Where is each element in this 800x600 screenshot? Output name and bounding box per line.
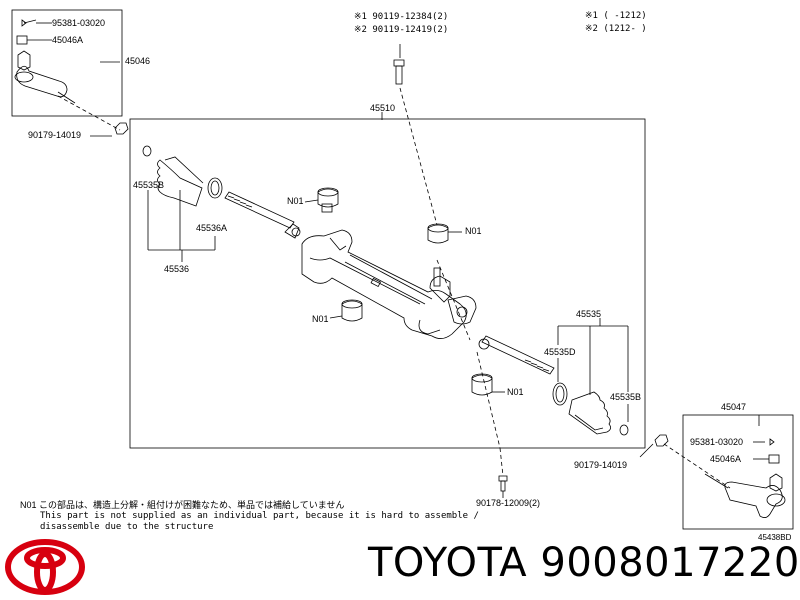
callout-bush-middle: N01 [312, 314, 329, 324]
callout-tie-end-left: 45046 [125, 56, 151, 66]
callout-boot-set-right: 45535 [576, 309, 602, 319]
callout-nut-right: 45046A [710, 454, 742, 464]
right-tie-rod [481, 335, 555, 375]
left-tie-rod-end [17, 50, 31, 71]
callout-bottom-bolt: 90178-12009(2) [476, 498, 541, 508]
brand-part-number: TOYOTA 9008017220 [368, 540, 800, 586]
callout-bush-right: N01 [465, 226, 482, 236]
note-line-en-2: disassemble due to the structure [40, 522, 214, 532]
pinion-housing [429, 275, 451, 303]
right-tie-rod-end [724, 481, 783, 518]
callout-clamp-right: 45535D [544, 347, 576, 357]
callout-tie-end-right: 45047 [721, 402, 747, 412]
variant-note-2: ※2 90119-12419(2) [354, 25, 449, 35]
left-boot [157, 159, 203, 207]
callout-locknut-right: 90179-14019 [574, 460, 628, 470]
callout-bush-lower: N01 [507, 387, 524, 397]
bush-right [427, 224, 449, 244]
diagram-code: 45438BD [758, 533, 792, 542]
callout-boot-clamp-right: 45535B [610, 392, 642, 402]
callout-boot-clamp-left: 45535B [133, 180, 165, 190]
bush-lower [471, 374, 493, 396]
callout-pin-left: 95381-03020 [52, 18, 106, 28]
note-line-en-1: This part is not supplied as an individu… [40, 511, 479, 521]
callout-clamp-left: 45536A [196, 223, 228, 233]
range-note-2: ※2 (1212- ) [585, 24, 647, 34]
rack-housing [301, 229, 467, 339]
toyota-logo-icon [5, 539, 85, 595]
top-bolt [393, 59, 405, 67]
variant-note-1: ※1 90119-12384(2) [354, 12, 449, 22]
callout-bush-upper: N01 [287, 196, 304, 206]
callout-gear-assy: 45510 [370, 103, 396, 113]
callout-boot-set-left: 45536 [164, 264, 190, 274]
left-inset-box [11, 9, 123, 117]
left-clamp [207, 177, 223, 199]
right-inset-box [682, 414, 794, 530]
bottom-bolt [498, 475, 508, 482]
callout-pin-right: 95381-03020 [690, 437, 744, 447]
bush-middle [341, 300, 363, 322]
right-clamp [552, 382, 568, 406]
left-tie-rod [224, 191, 295, 229]
right-boot [568, 391, 611, 435]
left-boot-clamp [142, 145, 152, 157]
note-line-jp: N01 この部品は、構造上分解・組付けが困難なため、単品では補給していません [20, 500, 345, 510]
right-boot-clamp [619, 424, 629, 436]
callout-nut-left: 45046A [52, 35, 84, 45]
range-note-1: ※1 ( -1212) [585, 11, 647, 21]
callout-locknut-left: 90179-14019 [28, 130, 82, 140]
main-assembly-box [129, 118, 646, 449]
